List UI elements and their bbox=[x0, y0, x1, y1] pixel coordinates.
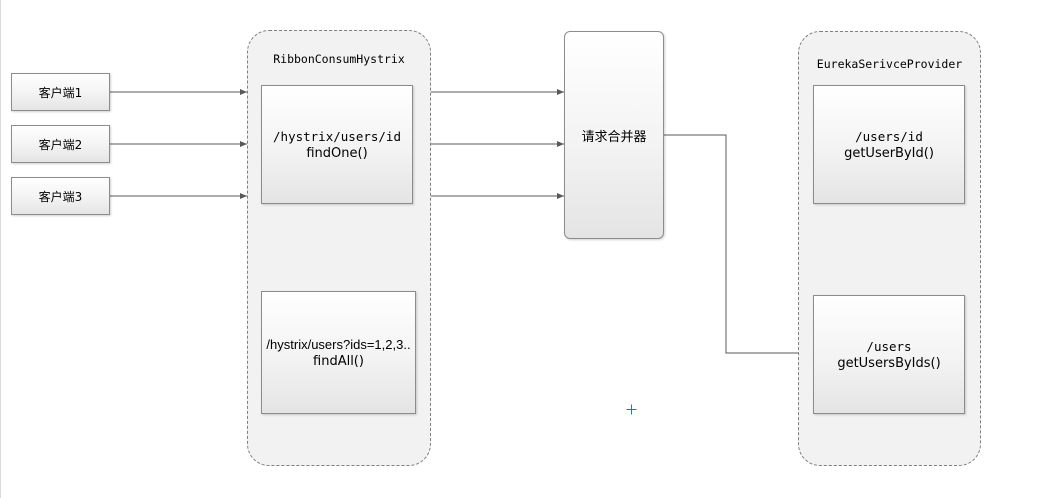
get-users-box[interactable]: /users getUsersByIds() bbox=[813, 295, 965, 414]
find-one-method: findOne() bbox=[306, 145, 368, 161]
client-label-3: 客户端3 bbox=[38, 189, 83, 204]
find-one-path: /hystrix/users/id bbox=[273, 128, 401, 144]
client-box-1[interactable]: 客户端1 bbox=[11, 73, 110, 111]
crosshair-cursor-icon bbox=[626, 404, 637, 415]
canvas-left-edge bbox=[0, 0, 1, 498]
provider-container-title: EurekaSerivceProvider bbox=[816, 57, 963, 71]
get-user-path: /users/id bbox=[855, 128, 923, 144]
merger-to-provider-arrow bbox=[663, 134, 812, 356]
get-users-path: /users bbox=[866, 338, 912, 354]
find-one-box[interactable]: /hystrix/users/id findOne() bbox=[261, 85, 413, 204]
find-all-box[interactable]: /hystrix/users?ids=1,2,3.. findAll() bbox=[261, 291, 416, 414]
client-box-3[interactable]: 客户端3 bbox=[11, 177, 110, 215]
client-label-2: 客户端2 bbox=[38, 137, 83, 152]
client-box-2[interactable]: 客户端2 bbox=[11, 125, 110, 163]
get-user-box[interactable]: /users/id getUserById() bbox=[813, 85, 965, 204]
find-all-path: /hystrix/users?ids=1,2,3.. bbox=[266, 336, 411, 352]
find-all-method: findAll() bbox=[313, 353, 364, 369]
request-merger-box[interactable]: 请求合并器 bbox=[564, 31, 664, 239]
client-label-1: 客户端1 bbox=[38, 85, 83, 100]
consumer-container-title: RibbonConsumHystrix bbox=[273, 52, 405, 66]
get-user-method: getUserById() bbox=[844, 145, 934, 161]
request-merger-label: 请求合并器 bbox=[581, 129, 647, 145]
get-users-method: getUsersByIds() bbox=[837, 355, 941, 371]
